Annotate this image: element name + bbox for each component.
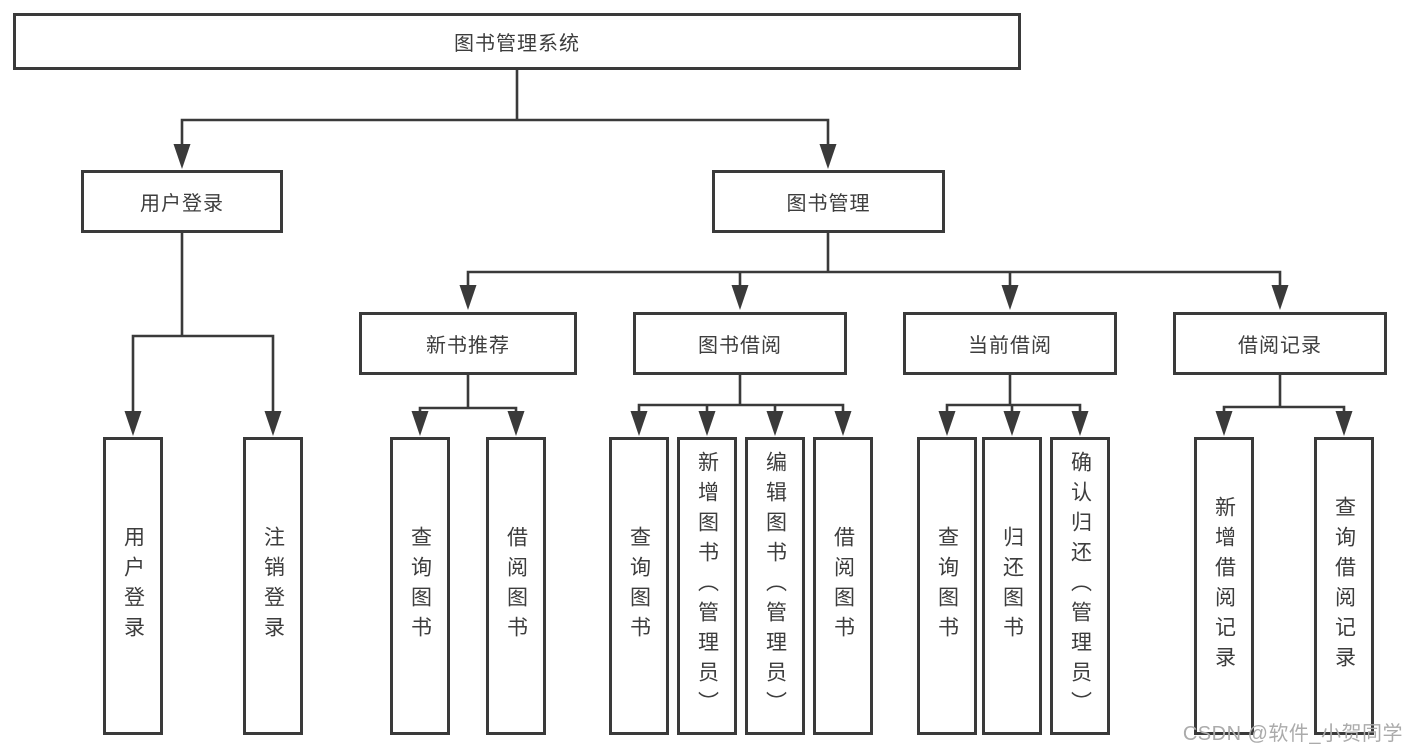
arrowhead (1003, 411, 1021, 436)
node-new-book-recommend-label: 新书推荐 (426, 335, 510, 357)
leaf-user-login: 用户登录 (103, 437, 163, 735)
csdn-watermark: CSDN @软件_小贺同学 (1182, 723, 1403, 745)
leaf-borrow-edit-book-admin: 编辑图书（管理员） (745, 437, 805, 735)
leaf-newbook-query-books-label: 查询图书 (408, 526, 432, 646)
arrowhead (630, 411, 648, 436)
node-new-book-recommend: 新书推荐 (359, 312, 577, 375)
arrowhead (698, 411, 716, 436)
leaf-logout: 注销登录 (243, 437, 303, 735)
arrowhead (264, 411, 282, 436)
arrowheads (124, 144, 1353, 436)
arrowhead (173, 144, 191, 169)
node-library-system: 图书管理系统 (13, 13, 1021, 70)
arrowhead (124, 411, 142, 436)
leaf-borrow-edit-book-admin-label: 编辑图书（管理员） (763, 451, 787, 721)
leaf-borrow-borrow-books: 借阅图书 (813, 437, 873, 735)
connector-current-borrow-to-children (945, 373, 1082, 415)
arrowhead (834, 411, 852, 436)
connector-user-login-to-children (131, 231, 275, 415)
node-library-system-label: 图书管理系统 (454, 33, 580, 55)
leaf-logout-label: 注销登录 (261, 526, 285, 646)
connector-root-to-level2 (180, 68, 830, 148)
arrowhead (1001, 285, 1019, 310)
leaf-current-confirm-return-admin-label: 确认归还（管理员） (1068, 451, 1092, 721)
arrowhead (1215, 411, 1233, 436)
connector-new-book-to-children (418, 373, 518, 415)
arrowhead (1335, 411, 1353, 436)
arrowhead (731, 285, 749, 310)
node-current-borrow: 当前借阅 (903, 312, 1117, 375)
leaf-newbook-borrow-books-label: 借阅图书 (504, 526, 528, 646)
leaf-user-login-label: 用户登录 (121, 526, 145, 646)
connector-book-mgmt-to-level3 (466, 231, 1282, 289)
node-book-management: 图书管理 (712, 170, 945, 233)
leaf-records-add-record-label: 新增借阅记录 (1212, 496, 1236, 676)
node-book-borrow: 图书借阅 (633, 312, 847, 375)
arrowhead (1071, 411, 1089, 436)
arrowhead (411, 411, 429, 436)
node-user-login: 用户登录 (81, 170, 283, 233)
leaf-records-query-record-label: 查询借阅记录 (1332, 496, 1356, 676)
leaf-records-add-record: 新增借阅记录 (1194, 437, 1254, 735)
arrowhead (819, 144, 837, 169)
leaf-records-query-record: 查询借阅记录 (1314, 437, 1374, 735)
leaf-current-query-books-label: 查询图书 (935, 526, 959, 646)
arrowhead (1271, 285, 1289, 310)
node-current-borrow-label: 当前借阅 (968, 335, 1052, 357)
leaf-borrow-borrow-books-label: 借阅图书 (831, 526, 855, 646)
connector-book-borrow-to-children (637, 373, 845, 415)
leaf-newbook-borrow-books: 借阅图书 (486, 437, 546, 735)
leaf-borrow-query-books: 查询图书 (609, 437, 669, 735)
leaf-current-return-books: 归还图书 (982, 437, 1042, 735)
node-user-login-label: 用户登录 (140, 193, 224, 215)
arrowhead (507, 411, 525, 436)
arrowhead (766, 411, 784, 436)
arrowhead (938, 411, 956, 436)
leaf-borrow-query-books-label: 查询图书 (627, 526, 651, 646)
node-borrow-records: 借阅记录 (1173, 312, 1387, 375)
leaf-newbook-query-books: 查询图书 (390, 437, 450, 735)
node-book-management-label: 图书管理 (786, 193, 871, 215)
leaf-current-query-books: 查询图书 (917, 437, 977, 735)
node-borrow-records-label: 借阅记录 (1238, 335, 1322, 357)
leaf-borrow-add-book-admin-label: 新增图书（管理员） (695, 451, 719, 721)
leaf-current-return-books-label: 归还图书 (1000, 526, 1024, 646)
leaf-current-confirm-return-admin: 确认归还（管理员） (1050, 437, 1110, 735)
connector-borrow-records-to-children (1222, 373, 1346, 415)
node-book-borrow-label: 图书借阅 (698, 335, 782, 357)
leaf-borrow-add-book-admin: 新增图书（管理员） (677, 437, 737, 735)
arrowhead (459, 285, 477, 310)
